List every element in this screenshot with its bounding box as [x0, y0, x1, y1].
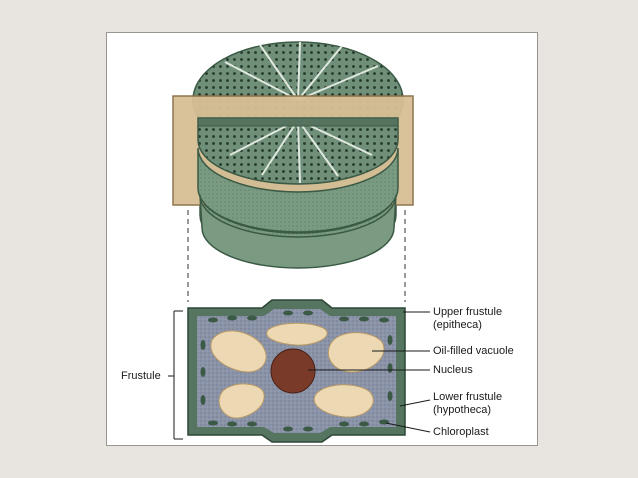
front-half-side-lower [199, 194, 397, 269]
valve-ribs-back [224, 41, 379, 101]
projection-lines [187, 210, 406, 302]
frustule-3d [172, 41, 414, 269]
label-chloroplast: Chloroplast [433, 426, 489, 438]
oil-vacuoles [210, 322, 385, 419]
label-upper-frustule: Upper frustule [433, 306, 503, 318]
vacuole-bottom-right [313, 384, 374, 418]
vacuole-top-center [266, 322, 328, 346]
leader-lines [308, 311, 431, 433]
vacuole-top-left [210, 330, 267, 373]
label-frustule: Frustule [121, 370, 161, 382]
leader-chloroplast [385, 422, 431, 433]
cut-edge [197, 117, 399, 127]
vacuole-bottom-left [218, 383, 265, 419]
vacuole-top-right [328, 332, 385, 373]
nucleus [270, 348, 316, 394]
chloroplasts [200, 310, 393, 432]
cross-section [187, 299, 406, 443]
label-upper-frustule-sub: (epitheca) [433, 319, 482, 331]
frustule-bracket [168, 310, 183, 440]
label-oil-vacuole: Oil-filled vacuole [433, 345, 514, 357]
label-nucleus: Nucleus [433, 364, 473, 376]
label-lower-frustule: Lower frustule [433, 391, 503, 403]
leader-lower-frustule [399, 399, 431, 407]
label-lower-frustule-sub: (hypotheca) [433, 404, 492, 416]
front-half-side [197, 147, 399, 233]
